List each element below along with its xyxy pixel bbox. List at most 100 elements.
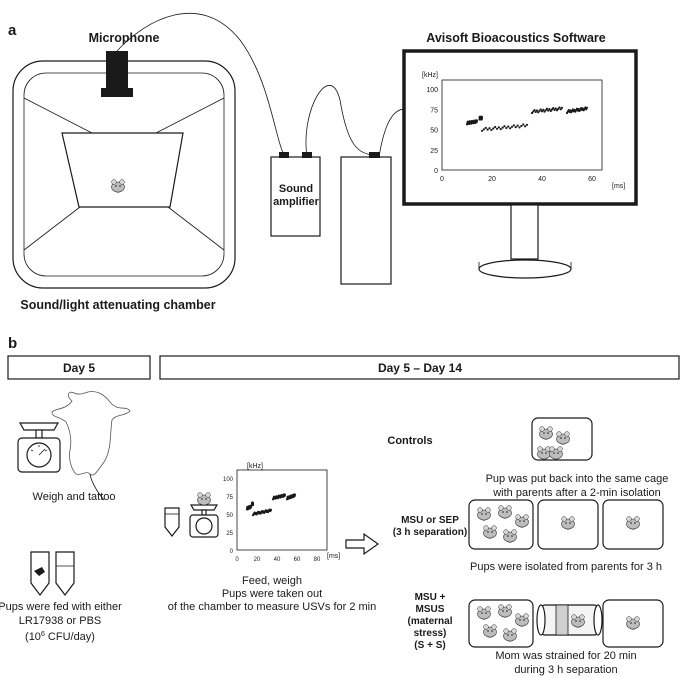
a-usv-point [550,108,554,111]
a-usv-point [549,109,552,113]
controls-label: Controls [387,435,432,447]
a-usv-point [567,109,570,112]
a-y-tick: 25 [430,148,438,155]
mouse-tattoo-icon [51,391,131,501]
a-usv-point [538,109,541,112]
a-x-tick: 60 [588,176,596,183]
feeding-tube-icon [164,507,180,537]
a-usv-point [525,123,529,126]
a-usv-point [522,123,525,126]
a-usv-point [581,107,584,110]
a-usv-point [580,106,583,110]
stress-label-3: (maternal [407,616,452,627]
msu-father-cage [602,499,664,550]
a-usv-point [497,126,500,129]
recording-unit [340,152,392,285]
a-usv-point [533,109,536,112]
tube-lr17938-icon [30,551,50,596]
a-usv-point [545,107,549,110]
msu-label-1: MSU or SEP [401,515,459,526]
a-usv-point [486,128,489,131]
day5-header: Day 5 [63,361,95,375]
day5-14-header: Day 5 – Day 14 [378,361,462,375]
a-usv-point [552,106,555,110]
a-usv-point [543,110,546,113]
a-usv-point [559,108,562,111]
a-usv-point [532,110,535,113]
fed-label-1: Pups were fed with either [0,601,122,613]
cable-mic-amplifier [116,12,286,158]
a-usv-point [555,109,559,112]
a-y-tick: 75 [430,107,438,114]
b-y-tick: 0 [230,549,234,555]
a-usv-point [540,110,544,113]
cable-amplifier-recorder [305,85,375,158]
restrainer-tube-icon [536,604,603,636]
a-usv-point [499,128,502,131]
spectrogram-b-y-unit: [kHz] [247,463,263,470]
a-usv-point [584,106,587,109]
stress-desc-1: Mom was strained for 20 min [495,650,636,662]
day5-header-box [7,355,151,380]
msu-desc: Pups were isolated from parents for 3 h [470,561,662,573]
a-usv-point [542,108,545,111]
a-usv-point [501,126,504,129]
a-usv-point [480,129,484,132]
msu-label-2: (3 h separation) [393,527,467,538]
fed-label-2: LR17938 or PBS [19,615,102,627]
microphone-icon [101,51,133,97]
a-usv-point [518,126,521,129]
a-usv-point [509,127,512,130]
stress-desc-2: during 3 h separation [514,664,617,676]
a-usv-point [539,108,542,111]
arrow-right-icon [345,532,380,556]
spectrogram-a-x-unit: [ms] [612,183,625,190]
b-x-tick: 60 [294,557,301,563]
a-usv-point [547,109,550,112]
a-usv-point [534,110,537,114]
a-x-tick: 0 [440,176,444,183]
stress-label-1: MSU + [415,592,446,603]
stress-label-5: (S + S) [414,640,445,651]
computer-monitor [402,49,638,279]
a-usv-point [548,108,551,111]
a-usv-point [577,108,580,111]
a-usv-point [553,108,556,111]
a-usv-point [585,106,589,109]
b-usv-point [293,493,297,496]
spectrogram-b-x-unit: [ms] [327,553,340,560]
a-x-tick: 40 [538,176,546,183]
a-usv-point [530,111,534,115]
b-usv-point [251,502,255,505]
feed-label-1: Feed, weigh [242,575,302,587]
a-usv-point [482,128,485,131]
a-usv-point [537,111,540,114]
a-usv-point [492,127,495,130]
a-usv-point [524,125,527,128]
sound-amplifier: Sound amplifier [270,152,321,237]
controls-desc-1: Pup was put back into the same cage [486,473,669,485]
a-usv-point [557,107,560,110]
a-usv-point [516,124,519,127]
a-y-tick: 100 [426,87,438,94]
weigh-tattoo-label: Weigh and tattoo [33,491,116,503]
stress-label-4: stress) [414,628,447,639]
fed-label-3: (106 CFU/day) [25,631,95,643]
b-x-tick: 80 [314,557,321,563]
msu-pups-cage [468,499,534,550]
b-usv-point [283,493,287,496]
a-usv-point [558,106,561,109]
stress-father-cage [602,599,664,648]
panel-a-letter: a [8,22,17,39]
tube-pbs-icon [55,551,75,596]
a-usv-point [554,107,557,110]
a-usv-point [488,127,491,130]
controls-cage [531,417,593,461]
a-usv-point [490,128,493,132]
a-usv-point [573,108,576,111]
scale-icon [17,422,61,473]
stress-pups-cage [468,599,534,648]
b-y-tick: 50 [226,513,233,519]
a-y-tick: 50 [430,128,438,135]
